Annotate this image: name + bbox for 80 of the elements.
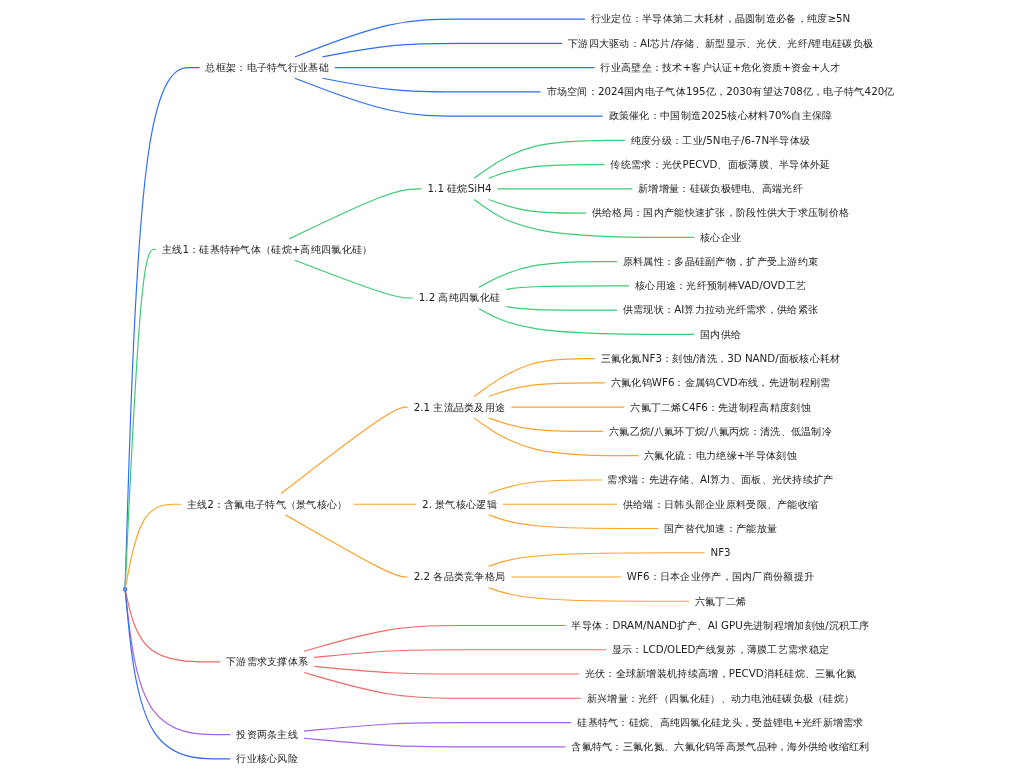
connector [313,665,580,675]
node-text: 行业定位：半导体第二大耗材，晶圆制造必备，纯度≥5N [590,12,851,25]
connector [510,406,625,408]
node-text: 新增增量：硅碳负极锂电、高端光纤 [638,182,803,195]
node-text: NF3 [710,546,731,559]
connector [505,305,618,311]
connector [488,382,606,398]
node-text: 核心用途：光纤预制棒VAD/OVD工艺 [634,279,807,292]
connector [285,514,409,578]
connector [280,406,409,495]
connector [488,198,587,214]
connector [294,18,586,58]
connector [496,188,633,190]
node-text: 六氟丁二烯C4F6：先进制程高精度刻蚀 [630,400,811,413]
node-text: 2.1 主流品类及用途 [413,400,506,413]
node-text: 传统需求：光伏PECVD、面板薄膜、半导体外延 [610,158,831,171]
connector [488,587,690,602]
node-text: 硅基特气：硅烷、高纯四氯化硅龙头，受益锂电+光纤新增需求 [577,716,864,729]
node-text: 供给端：日韩头部企业原料受限、产能收缩 [622,497,819,510]
node-text: 市场空间：2024国内电子气体195亿，2030有望达708亿，电子特气420亿 [546,85,895,98]
connector [303,624,566,652]
connector [334,67,596,69]
node-text: 半导体：DRAM/NAND扩产、AI GPU先进制程增加刻蚀/沉积工序 [571,619,870,632]
node-text: 2.2 各品类竞争格局 [413,570,506,583]
node-text: 总框架：电子特气行业基础 [205,61,329,74]
node-text: 六氟化钨WF6：金属钨CVD布线，先进制程刚需 [610,376,831,389]
connector [505,285,630,291]
node-text: 下游四大驱动：AI芯片/存储、新型显示、光伏、光纤/锂电硅碳负极 [567,37,874,49]
connector [303,671,582,699]
connector [473,198,695,238]
node-text: 六氟化硫：电力绝缘+半导体刻蚀 [644,449,797,462]
node-text: 供给格局：国内产能快速扩张，阶段性供大于求压制价格 [591,206,850,219]
connector [488,479,603,495]
node-text: 光伏：全球新增装机持续高增，PECVD消耗硅烷、三氟化氮 [584,667,857,680]
connector [488,552,706,567]
node-text: 行业核心风险 [236,752,299,765]
connector [124,503,182,589]
node-text: 行业高壁垒：技术+客户认证+危化资质+资金+人才 [600,61,841,74]
connector [294,77,604,117]
node-text: WF6：日本企业停产，国内厂商份额提升 [626,570,815,583]
node-text: 核心企业 [699,231,742,243]
connector [321,42,563,58]
node-text: 含氟特气：三氟化氮、六氟化钨等高景气品种，海外供给收缩红利 [571,740,870,753]
connector [478,308,695,335]
node-text: 主线1：硅基特种气体（硅烷+高纯四氯化硅） [161,243,373,256]
node-text: 主线2：含氟电子特气（景气核心） [186,497,348,510]
connector [473,139,626,179]
connector [488,514,659,530]
connector [303,737,566,748]
connector [294,259,414,299]
node-text: 六氟乙烷/八氟环丁烷/八氟丙烷：清洗、低温制冷 [609,425,833,437]
node-text: 投资两条主线 [236,728,299,741]
node-text: 国内供给 [699,328,742,340]
connector [303,721,572,732]
connector [478,261,618,288]
node-text: 2. 景气核心逻辑 [422,497,497,510]
connector [473,417,639,457]
node-text: 六氟丁二烯 [694,595,747,607]
node-text: 国产替代加速：产能放量 [663,522,778,534]
connector [313,649,607,658]
node-text: 新兴增量：光纤（四氯化硅）、动力电池硅碳负极（硅烷） [586,692,855,704]
connector [124,67,201,589]
node-text: 1.1 硅烷SiH4 [427,182,492,195]
connector [352,503,417,505]
node-text: 纯度分级：工业/5N电子/6-7N半导体级 [630,134,811,146]
connector [473,358,596,398]
connector [321,77,542,93]
node-text: 政策催化：中国制造2025核心材料70%自主保障 [608,109,833,122]
node-text: 1.2 高纯四氯化硅 [418,291,501,304]
connector [488,164,606,179]
connector [488,417,604,433]
connector [288,188,423,240]
node-text: 三氟化氮NF3：刻蚀/清洗，3D NAND/面板核心耗材 [600,352,841,365]
node-circle [122,586,128,592]
node-text: 需求端：先进存储、AI算力、面板、光伏持续扩产 [607,473,834,486]
connector [502,503,618,505]
node-text: 显示：LCD/OLED产线复苏，薄膜工艺需求稳定 [611,643,830,656]
node-text: 供需现状：AI算力拉动光纤需求，供给紧张 [622,303,819,316]
node-text: 下游需求支撑体系 [226,655,309,668]
node-text: 原料属性：多晶硅副产物，扩产受上游约束 [622,255,819,268]
